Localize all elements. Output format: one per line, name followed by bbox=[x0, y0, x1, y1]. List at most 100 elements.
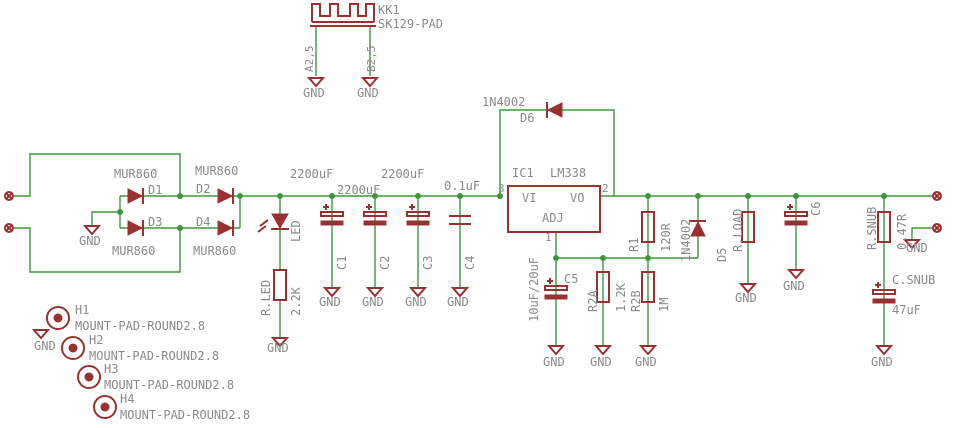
gnd-bridge: GND bbox=[79, 225, 102, 248]
svg-text:GND: GND bbox=[303, 86, 325, 100]
c-snub-name: C.SNUB bbox=[892, 273, 935, 287]
c4-name: C4 bbox=[463, 256, 477, 270]
led-name: LED bbox=[289, 220, 303, 242]
mount-pad-h1: H1 MOUNT-PAD-ROUND2.8 bbox=[46, 303, 205, 333]
kk1-name: KK1 bbox=[378, 3, 400, 17]
svg-text:GND: GND bbox=[405, 295, 427, 309]
capacitor-c5: C5 10uF/20uF bbox=[527, 257, 578, 322]
gnd-c5: GND bbox=[543, 345, 566, 369]
c-snub-value: 47uF bbox=[892, 303, 921, 317]
ic1-pin3: 3 bbox=[498, 182, 505, 195]
resistor-r2a: R2A 1.2K bbox=[586, 271, 628, 312]
resistor-r-load: R.LOAD bbox=[731, 209, 755, 252]
gnd-output: GND bbox=[902, 239, 928, 255]
c3-name: C3 bbox=[421, 256, 435, 270]
diode-d5: 1N4002 D5 bbox=[679, 219, 729, 262]
ic1-pin-vo: VO bbox=[570, 191, 584, 205]
ic1-name: IC1 bbox=[512, 166, 534, 180]
h3-value: MOUNT-PAD-ROUND2.8 bbox=[104, 378, 234, 392]
ic1-value: LM338 bbox=[550, 166, 586, 180]
gnd-c2: GND bbox=[362, 287, 385, 309]
regulator-ic1: IC1 LM338 VI VO ADJ 3 2 1 bbox=[498, 166, 609, 244]
r-led-value: 2.2K bbox=[289, 286, 303, 316]
svg-text:GND: GND bbox=[735, 291, 757, 305]
junctions bbox=[117, 193, 887, 261]
diode-d2: MUR860 D2 bbox=[195, 164, 238, 204]
resistor-r-snub: R.SNUB 0.47R bbox=[865, 207, 909, 250]
d6-value: 1N4002 bbox=[482, 95, 525, 109]
terminal-pads bbox=[4, 191, 942, 233]
r-led-name: R.LED bbox=[259, 280, 273, 316]
ic1-pin-adj: ADJ bbox=[542, 211, 564, 225]
gnd-csnub: GND bbox=[871, 345, 894, 369]
capacitor-c6: C6 bbox=[784, 202, 823, 226]
ic1-pin2: 2 bbox=[602, 182, 609, 195]
ic1-pin1: 1 bbox=[545, 231, 552, 244]
r-snub-value: 0.47R bbox=[895, 213, 909, 250]
r-load-name: R.LOAD bbox=[731, 209, 745, 252]
h2-value: MOUNT-PAD-ROUND2.8 bbox=[89, 349, 219, 363]
gnd-kk1-b: GND bbox=[357, 77, 380, 100]
r2b-value: 1M bbox=[657, 298, 671, 312]
input-terminal-1 bbox=[4, 191, 14, 201]
c4-value: 0.1uF bbox=[444, 179, 480, 193]
gnd-c6: GND bbox=[783, 269, 806, 293]
svg-text:GND: GND bbox=[79, 234, 101, 248]
d3-name: D3 bbox=[148, 215, 162, 229]
mount-pad-h4: H4 MOUNT-PAD-ROUND2.8 bbox=[93, 392, 250, 422]
d1-value: MUR860 bbox=[114, 167, 157, 181]
r1-value: 120R bbox=[659, 222, 673, 252]
capacitor-c-snub: C.SNUB 47uF bbox=[872, 273, 935, 317]
d5-name: D5 bbox=[715, 248, 729, 262]
d2-value: MUR860 bbox=[195, 164, 238, 178]
h2-name: H2 bbox=[89, 333, 103, 347]
gnd-c3: GND bbox=[405, 287, 428, 309]
c2-value: 2200uF bbox=[337, 183, 380, 197]
svg-text:GND: GND bbox=[590, 355, 612, 369]
c1-name: C1 bbox=[335, 256, 349, 270]
diode-d6: 1N4002 D6 bbox=[482, 95, 563, 125]
d1-name: D1 bbox=[148, 183, 162, 197]
r-snub-name: R.SNUB bbox=[865, 207, 879, 250]
h4-name: H4 bbox=[120, 392, 134, 406]
resistor-r-led: R.LED 2.2K bbox=[259, 269, 303, 316]
d4-name: D4 bbox=[196, 215, 210, 229]
gnd-r2a: GND bbox=[590, 345, 613, 369]
c5-name: C5 bbox=[564, 272, 578, 286]
gnd-rload: GND bbox=[735, 283, 758, 305]
capacitor-c2: 2200uF C2 bbox=[337, 183, 392, 270]
gnd-c4: GND bbox=[447, 287, 470, 309]
svg-text:GND: GND bbox=[34, 339, 56, 353]
heatsink-kk1: KK1 SK129-PAD A2,5 B2,5 bbox=[303, 3, 443, 72]
d6-name: D6 bbox=[520, 111, 534, 125]
h1-value: MOUNT-PAD-ROUND2.8 bbox=[75, 319, 205, 333]
diode-d3: D3 MUR860 bbox=[112, 215, 162, 258]
c2-name: C2 bbox=[378, 256, 392, 270]
svg-text:GND: GND bbox=[447, 295, 469, 309]
svg-text:GND: GND bbox=[906, 241, 928, 255]
c5-value: 10uF/20uF bbox=[527, 257, 541, 322]
c1-value: 2200uF bbox=[290, 167, 333, 181]
h4-value: MOUNT-PAD-ROUND2.8 bbox=[120, 408, 250, 422]
gnd-rled: GND bbox=[267, 337, 290, 355]
capacitor-c3: 2200uF C3 bbox=[381, 167, 435, 270]
gnd-kk1-a: GND bbox=[303, 77, 326, 100]
gnd-h1: GND bbox=[31, 329, 56, 353]
r2b-name: R2B bbox=[629, 290, 643, 312]
c3-value: 2200uF bbox=[381, 167, 424, 181]
svg-text:GND: GND bbox=[357, 86, 379, 100]
kk1-pin-a: A2,5 bbox=[303, 46, 316, 73]
mount-pad-h2: H2 MOUNT-PAD-ROUND2.8 bbox=[61, 333, 219, 363]
svg-text:GND: GND bbox=[362, 295, 384, 309]
kk1-value: SK129-PAD bbox=[378, 17, 443, 31]
svg-text:GND: GND bbox=[267, 341, 289, 355]
svg-text:GND: GND bbox=[871, 355, 893, 369]
svg-text:GND: GND bbox=[635, 355, 657, 369]
svg-text:GND: GND bbox=[783, 279, 805, 293]
d4-value: MUR860 bbox=[193, 244, 236, 258]
kk1-pin-b: B2,5 bbox=[365, 46, 378, 73]
led: LED bbox=[257, 213, 303, 242]
h1-name: H1 bbox=[75, 303, 89, 317]
